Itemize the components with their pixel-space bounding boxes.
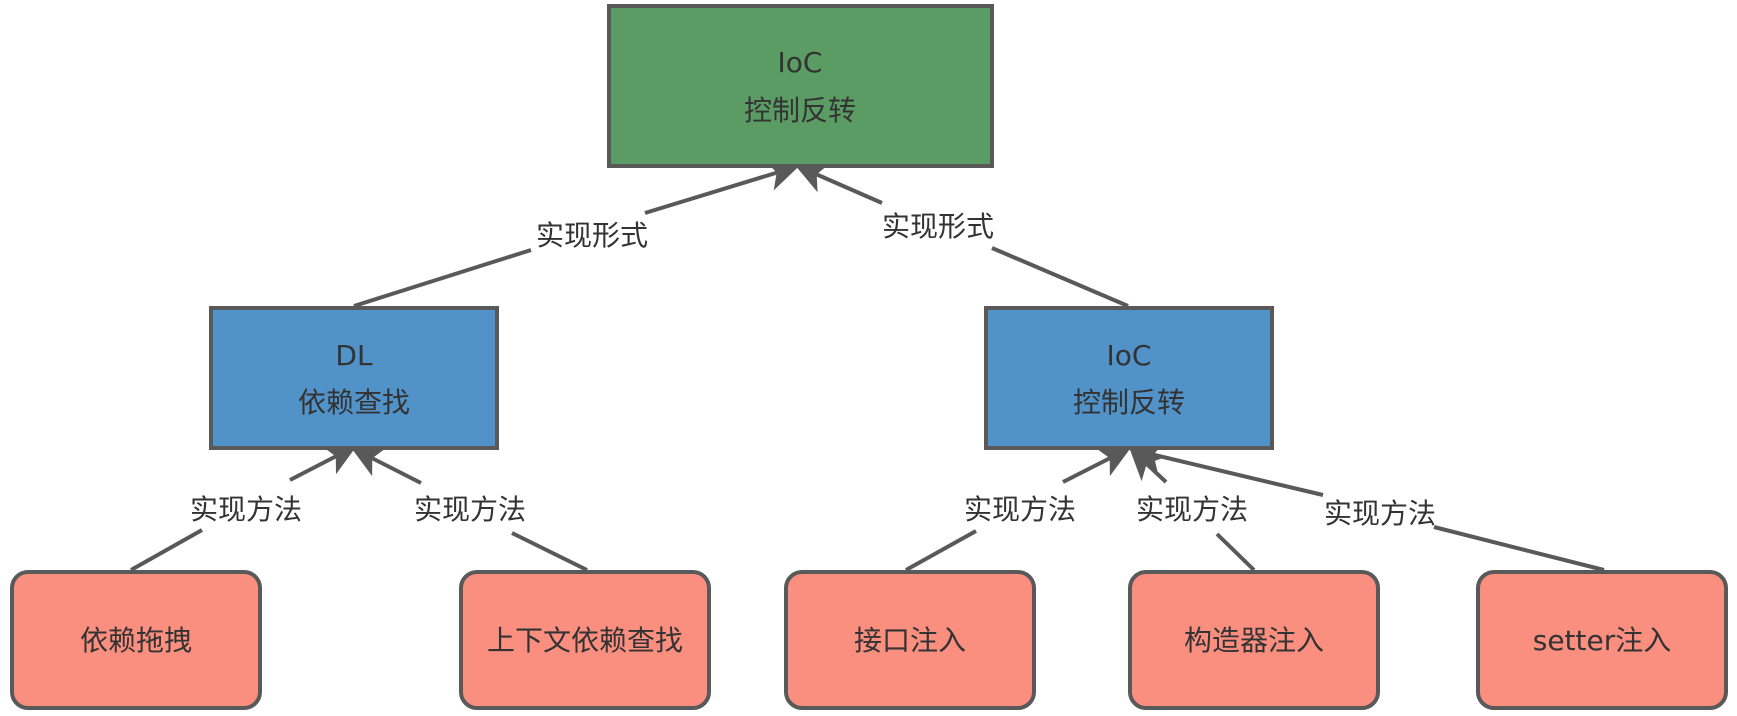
- edge-setter-to-iocmid: [1433, 525, 1605, 572]
- node-constructor-injection: 构造器注入: [1128, 570, 1380, 710]
- node-ioc-root-line2: 控制反转: [744, 94, 856, 127]
- edge-label-interface-to-iocmid: 实现方法: [964, 493, 1076, 526]
- edge-iocmid-to-root: [991, 246, 1129, 308]
- edges: 实现形式 实现形式 实现方法 实现方法 实现方法 实现方法 实现方法: [130, 159, 1605, 572]
- node-context-lookup: 上下文依赖查找: [459, 570, 711, 710]
- edge-dl-to-root-arrow: [644, 159, 800, 215]
- node-setter-injection: setter注入: [1476, 570, 1728, 710]
- node-interface-injection-box: [784, 570, 1036, 710]
- edge-label-context-to-dl: 实现方法: [414, 493, 526, 526]
- node-context-lookup-label: 上下文依赖查找: [487, 624, 683, 657]
- edge-context-to-dl: [511, 531, 588, 572]
- node-ioc-mid-line1: IoC: [1107, 339, 1152, 372]
- node-ioc-mid-box: [984, 306, 1274, 450]
- edge-dl-to-root: [353, 248, 532, 308]
- node-interface-injection: 接口注入: [784, 570, 1036, 710]
- edge-interface-to-iocmid: [905, 529, 977, 572]
- edge-iocmid-to-root-arrow: [794, 162, 883, 205]
- node-dl-box: [209, 306, 499, 450]
- node-dl-line1: DL: [335, 339, 373, 372]
- node-ioc-mid: IoC 控制反转: [984, 306, 1274, 450]
- node-constructor-injection-box: [1128, 570, 1380, 710]
- edge-constructor-to-iocmid: [1215, 532, 1256, 572]
- node-ioc-root-line1: IoC: [778, 46, 823, 79]
- node-dl: DL 依赖查找: [209, 306, 499, 450]
- node-drag: 依赖拖拽: [10, 570, 262, 710]
- node-context-lookup-box: [459, 570, 711, 710]
- edge-drag-to-dl: [130, 528, 203, 572]
- edge-drag-to-dl-arrow: [289, 445, 358, 482]
- node-dl-line2: 依赖查找: [298, 386, 410, 419]
- node-drag-label: 依赖拖拽: [80, 624, 192, 657]
- node-drag-box: [10, 570, 262, 710]
- node-ioc-root: IoC 控制反转: [607, 4, 994, 168]
- edge-interface-to-iocmid-arrow: [1062, 447, 1132, 484]
- edge-label-drag-to-dl: 实现方法: [190, 493, 302, 526]
- edge-label-setter-to-iocmid: 实现方法: [1324, 497, 1436, 530]
- node-setter-injection-label: setter注入: [1533, 624, 1672, 657]
- node-constructor-injection-label: 构造器注入: [1184, 624, 1324, 657]
- node-ioc-mid-line2: 控制反转: [1073, 386, 1185, 419]
- edge-context-to-dl-arrow: [350, 447, 422, 485]
- node-setter-injection-box: [1476, 570, 1728, 710]
- edge-label-dl-to-root: 实现形式: [536, 219, 648, 252]
- edge-label-iocmid-to-root: 实现形式: [882, 210, 994, 243]
- node-interface-injection-label: 接口注入: [854, 624, 966, 657]
- node-ioc-root-box: [607, 4, 994, 168]
- edge-label-constructor-to-iocmid: 实现方法: [1136, 493, 1248, 526]
- edge-setter-to-iocmid-arrow: [1130, 440, 1324, 497]
